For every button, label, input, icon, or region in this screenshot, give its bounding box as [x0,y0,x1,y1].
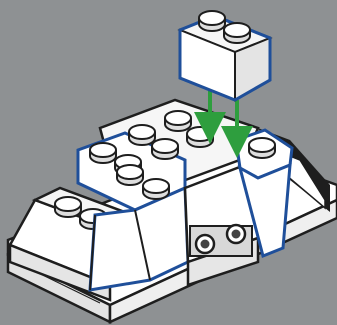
new-brick-1x2 [177,10,273,102]
stud [151,138,179,160]
stud [248,137,276,159]
stud [116,164,144,186]
placement-arrows [194,85,253,158]
center-front [183,163,260,287]
stud [164,110,192,132]
stud [128,124,156,146]
stud [198,10,226,32]
stud [186,126,214,148]
technic-pin-holes [189,223,253,257]
stud [54,196,82,218]
stud [223,22,251,44]
stud [89,142,117,164]
stud [142,178,170,200]
